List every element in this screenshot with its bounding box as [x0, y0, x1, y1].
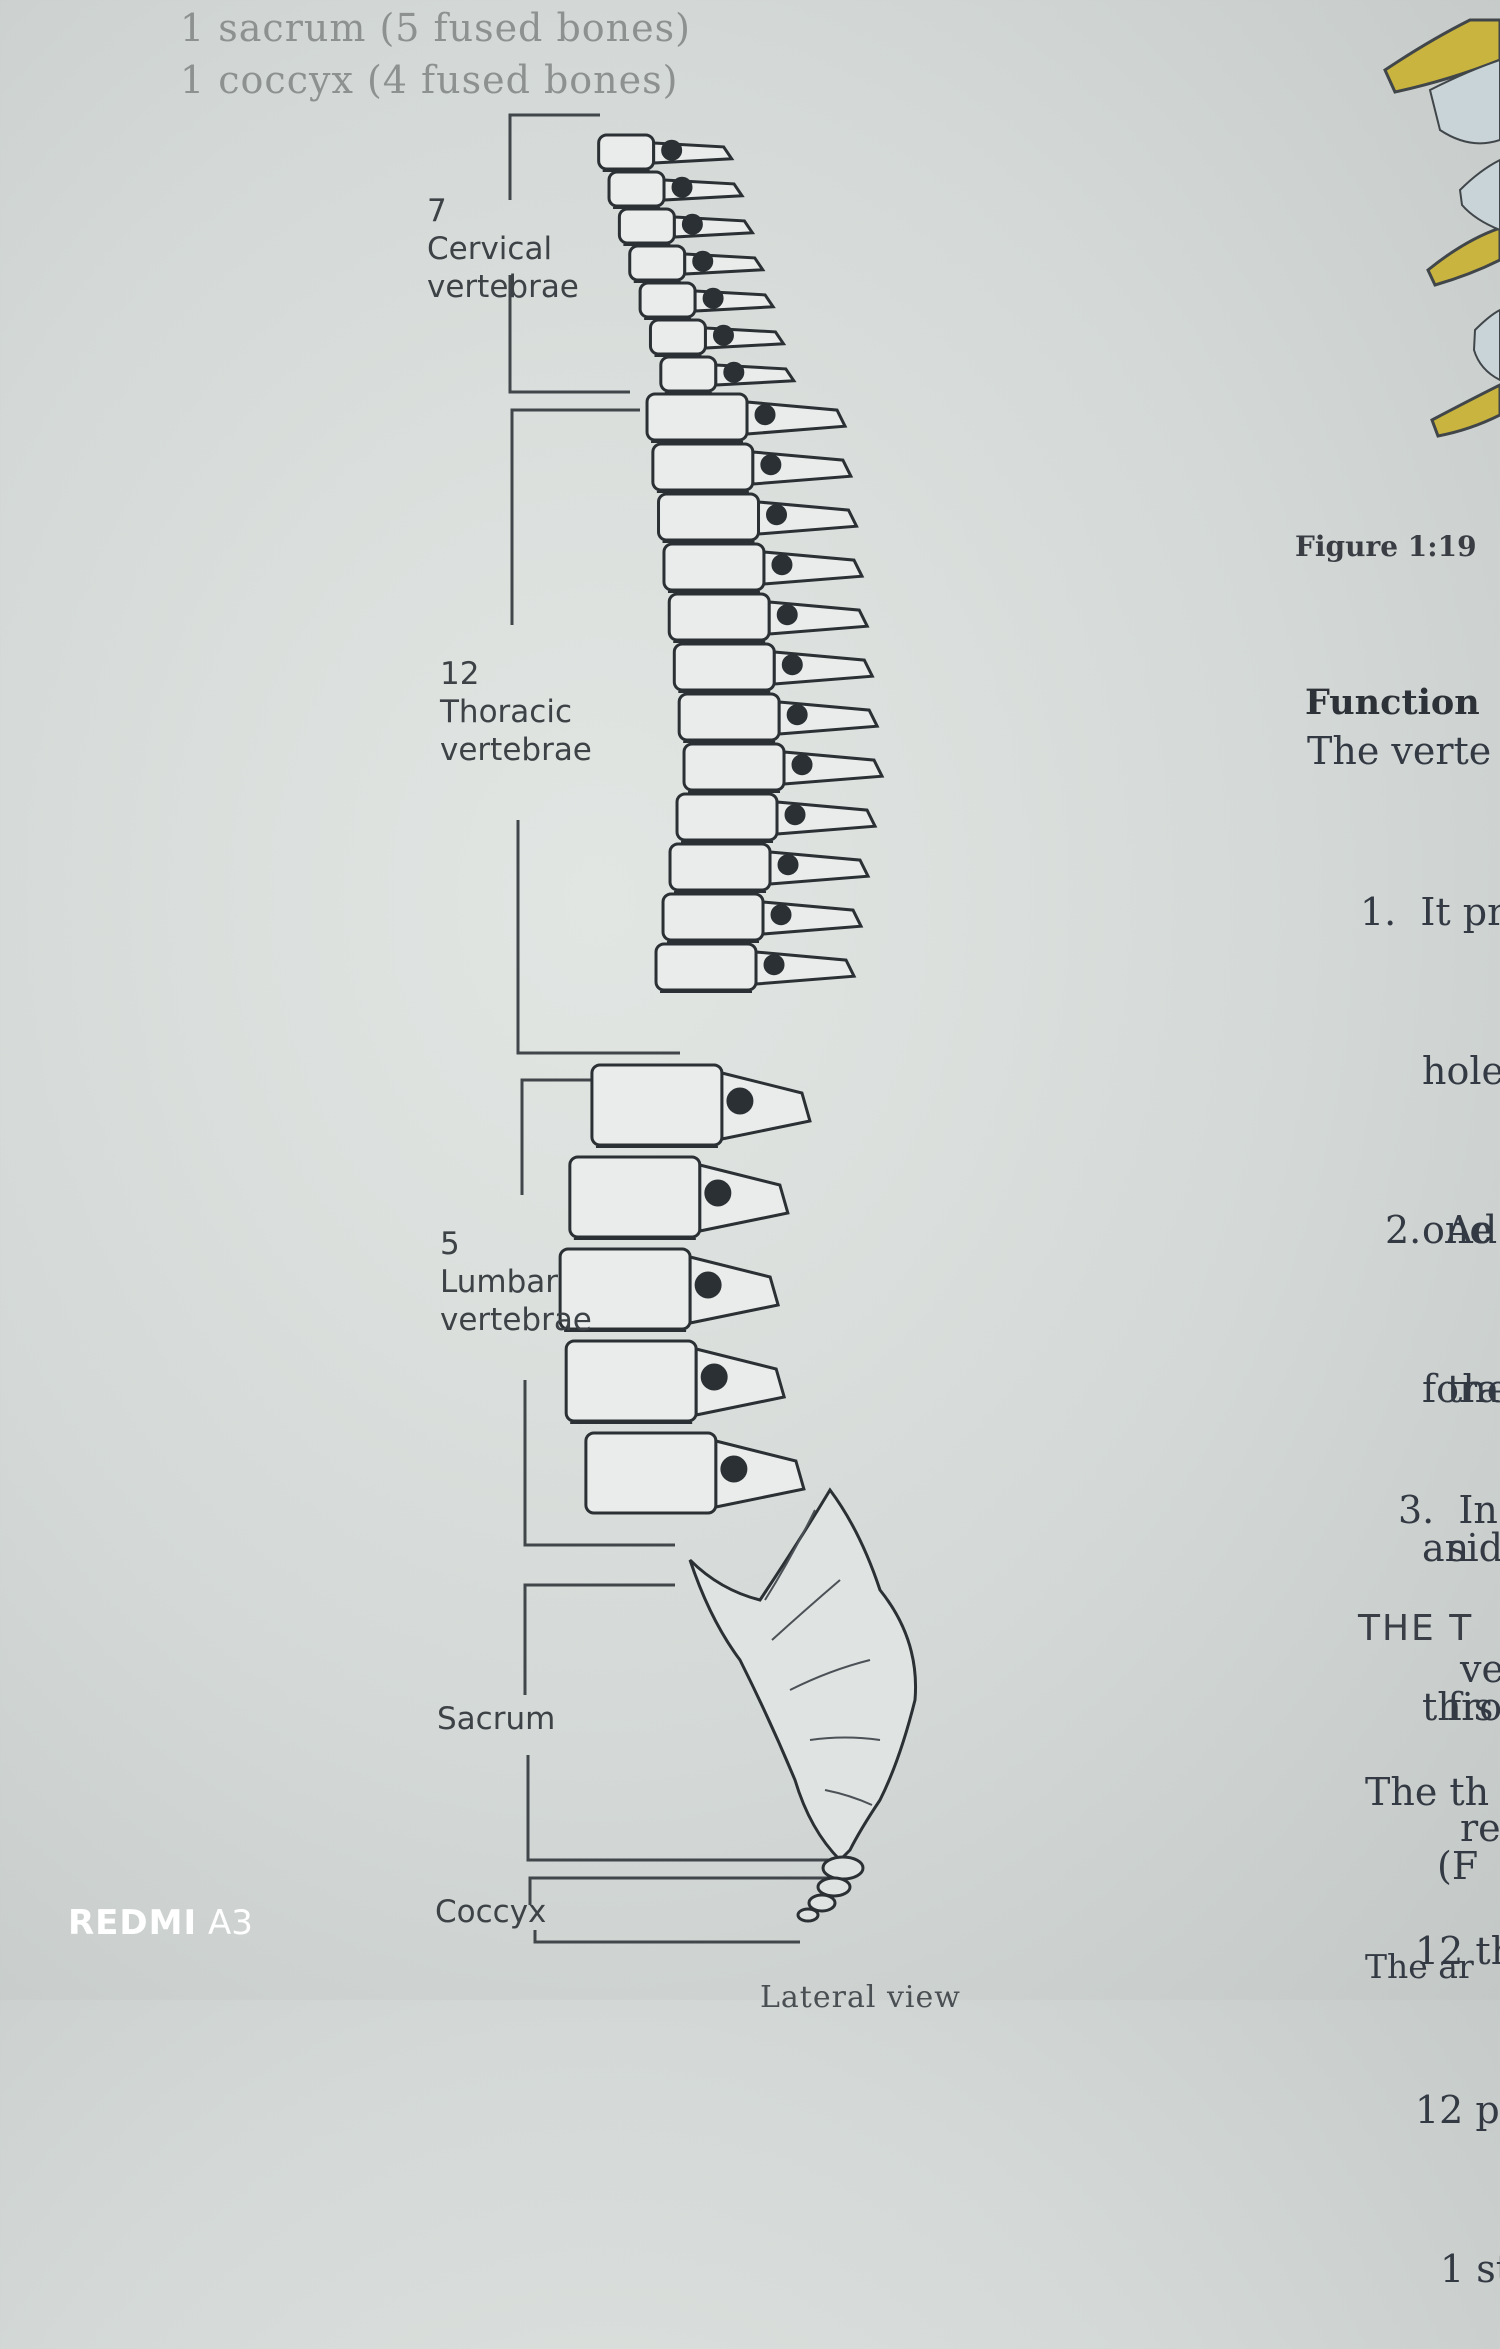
intervertebral-foramen [692, 250, 714, 272]
section-line: 12 th [1415, 1929, 1500, 1973]
section-line: 12 p [1415, 2088, 1500, 2132]
vertebra-body [661, 892, 765, 942]
item-2-line: sid [1447, 1526, 1500, 1570]
item-2-line: 2. Ad [1385, 1208, 1498, 1252]
section-heading: THE T [1358, 1608, 1474, 1649]
intervertebral-foramen [781, 654, 803, 676]
cervical-count: 7 [427, 193, 447, 229]
intervertebral-foramen [763, 954, 785, 976]
item-2-line: (F [1437, 1844, 1479, 1888]
camera-watermark: REDMI A3 [68, 1903, 253, 1943]
vertebra-body [648, 318, 707, 356]
intervertebral-foramen [712, 324, 734, 346]
bottom-caption: Lateral view [760, 1980, 961, 2015]
vertebra-body [677, 692, 781, 742]
item-1-line: fora [1422, 1367, 1500, 1411]
intervertebral-foramen [694, 1271, 722, 1299]
intervertebral-foramen [766, 504, 788, 526]
intervertebral-foramen [777, 854, 799, 876]
coccyx-label: Coccyx [435, 1894, 547, 1930]
vertebra-body [628, 244, 687, 282]
item-2-line: fro [1447, 1685, 1500, 1729]
intervertebral-foramen [760, 454, 782, 476]
item-2: 2. Ad the sid fro (F [1385, 1098, 1500, 1946]
vertebra-body [667, 592, 771, 642]
thoracic-word: vertebrae [440, 732, 592, 768]
sacrum-label: Sacrum [437, 1701, 556, 1737]
vertebra-body [659, 355, 718, 393]
vertebra-body [590, 1063, 724, 1147]
intervertebral-foramen [776, 604, 798, 626]
intervertebral-foramen [700, 1363, 728, 1391]
intervertebral-foramen [770, 904, 792, 926]
vertebra-body [657, 492, 761, 542]
item-3-line: re [1460, 1806, 1500, 1850]
partial-figure-top-right [1383, 18, 1500, 438]
lumbar-label: 5 Lumbar vertebrae [440, 1225, 592, 1339]
intervertebral-foramen [723, 361, 745, 383]
vertebra-body [564, 1339, 698, 1423]
top-line-coccyx: 1 coccyx (4 fused bones) [180, 58, 679, 102]
item-3: 3. In ve re [1398, 1378, 1500, 1908]
bottom-line: The ar [1365, 1947, 1474, 1986]
intervertebral-foramen [754, 404, 776, 426]
item-3-line: ve [1460, 1647, 1500, 1691]
intervertebral-foramen [791, 754, 813, 776]
intervertebral-foramen [661, 139, 683, 161]
vertebra-body [584, 1431, 718, 1515]
vertebra-body [597, 133, 656, 171]
watermark-brand: REDMI [68, 1903, 198, 1943]
lumbar-name: Lumbar [440, 1264, 558, 1300]
cervical-word: vertebrae [427, 269, 579, 305]
intervertebral-foramen [720, 1455, 748, 1483]
vertebra-body [645, 392, 749, 442]
section-line: 1 st [1440, 2247, 1500, 2291]
vertebra-body [607, 170, 666, 208]
lumbar-count: 5 [440, 1226, 460, 1262]
intervertebral-foramen [784, 804, 806, 826]
vertebra-body [672, 642, 776, 692]
cervical-label: 7 Cervical vertebrae [427, 192, 579, 306]
intervertebral-foramen [786, 704, 808, 726]
thoracic-label: 12 Thoracic vertebrae [440, 655, 592, 769]
vertebra-body [617, 207, 676, 245]
item-1-line: this [1422, 1685, 1494, 1729]
thoracic-name: Thoracic [440, 694, 572, 730]
function-heading: Function [1305, 682, 1480, 723]
vertebra-body [675, 792, 779, 842]
item-1-line: one [1422, 1208, 1492, 1252]
spine-illustration [508, 18, 1500, 1944]
sacrum-shape [688, 1487, 918, 1863]
section-line: The th [1365, 1770, 1490, 1814]
vertebra-body [682, 742, 786, 792]
intervertebral-foramen [726, 1087, 754, 1115]
item-1-line: hole [1422, 1049, 1500, 1093]
item-2-line: the [1447, 1367, 1500, 1411]
vertebral-column [558, 133, 885, 1515]
watermark-model: A3 [207, 1903, 253, 1943]
thoracic-count: 12 [440, 656, 480, 692]
vertebra-body [651, 442, 755, 492]
item-3-line: 3. In [1398, 1488, 1498, 1532]
intervertebral-foramen [671, 176, 693, 198]
section-body: The th 12 th 12 p 1 st [1365, 1660, 1500, 2349]
coccyx-shape [796, 1855, 865, 1923]
intervertebral-foramen [704, 1179, 732, 1207]
vertebra-body [654, 942, 758, 992]
lumbar-word: vertebrae [440, 1302, 592, 1338]
intervertebral-foramen [681, 213, 703, 235]
intervertebral-foramen [771, 554, 793, 576]
item-1-line: an [1422, 1526, 1470, 1570]
cervical-name: Cervical [427, 231, 553, 267]
vertebra-body [638, 281, 697, 319]
top-line-sacrum: 1 sacrum (5 fused bones) [180, 6, 691, 50]
vertebra-body [662, 542, 766, 592]
vertebra-body [668, 842, 772, 892]
intervertebral-foramen [702, 287, 724, 309]
function-intro: The verte [1307, 729, 1492, 773]
item-1: 1. It pr hole one fora an this [1360, 780, 1500, 1787]
figure-caption: Figure 1:19 [1295, 530, 1477, 563]
item-1-line: 1. It pr [1360, 890, 1500, 934]
